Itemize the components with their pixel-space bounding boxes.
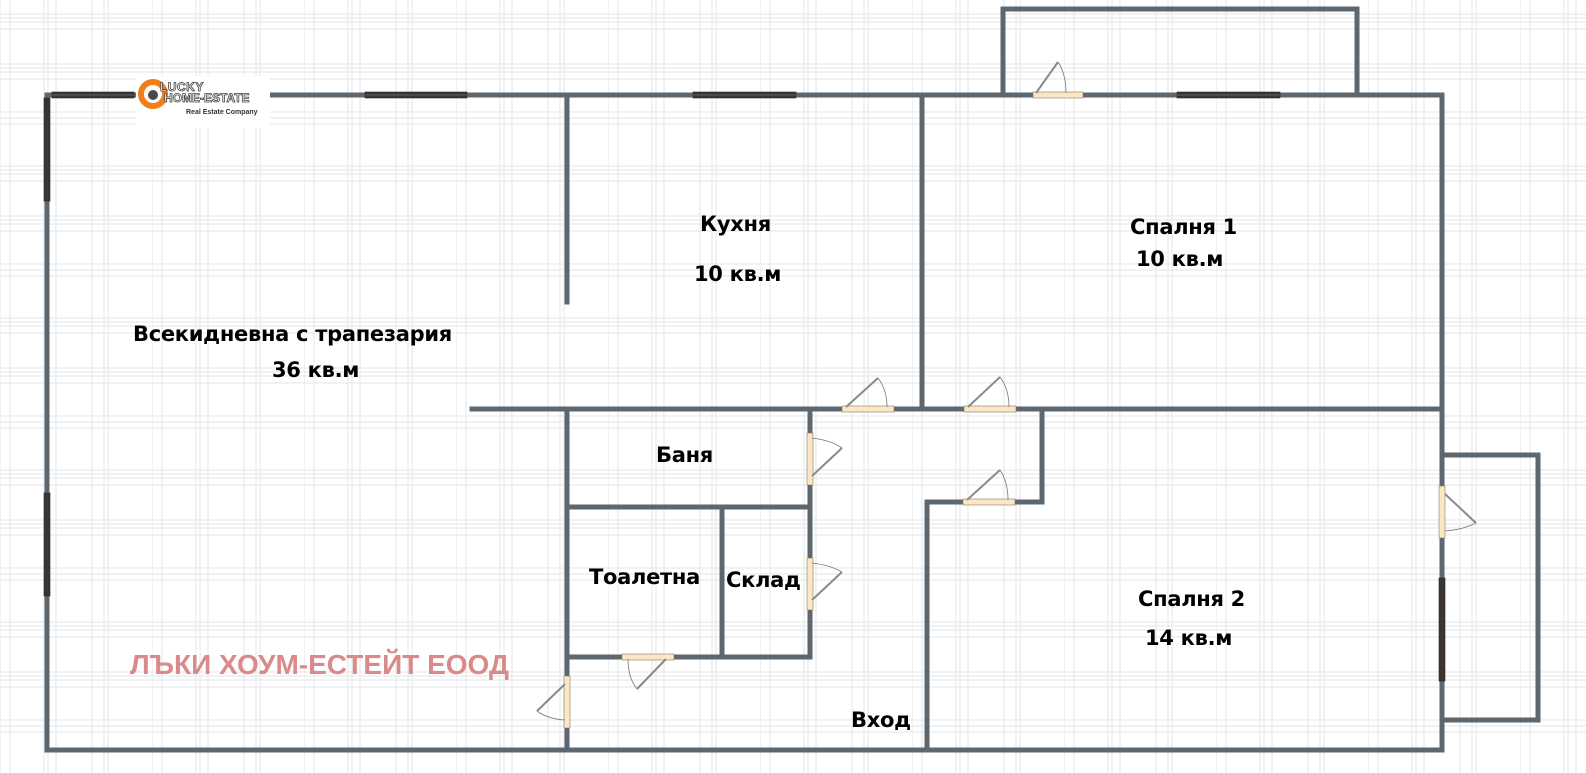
logo-ring-icon	[138, 79, 168, 109]
label-bedroom1-area: 10 кв.м	[1136, 247, 1224, 271]
door-bedroom2	[962, 469, 1016, 506]
label-living-area: 36 кв.м	[272, 358, 360, 382]
label-bedroom1-name: Спалня 1	[1130, 215, 1237, 239]
logo-line2: HOME-ESTATE	[164, 91, 250, 106]
door-bedroom1	[963, 376, 1017, 413]
label-kitchen-name: Кухня	[700, 212, 771, 236]
logo-line1: LUCKY	[160, 80, 204, 95]
door-living	[536, 675, 571, 729]
walls	[44, 6, 1541, 753]
label-entrance: Вход	[851, 708, 911, 732]
company-logo: LUCKY HOME-ESTATE Real Estate Company	[136, 76, 270, 128]
doors	[536, 61, 1477, 729]
windows	[43, 91, 1446, 682]
door-bathroom	[806, 432, 843, 486]
label-living-name: Всекидневна с трапезария	[133, 322, 452, 346]
label-storage: Склад	[726, 568, 801, 592]
window-bedroom2	[1438, 577, 1446, 682]
window-living-left-bottom	[43, 492, 51, 597]
door-balcony-top	[1032, 61, 1084, 99]
label-kitchen-area: 10 кв.м	[694, 262, 782, 286]
door-balcony-right	[1438, 485, 1477, 539]
window-living-left-top	[43, 97, 51, 202]
door-storage	[806, 557, 843, 611]
label-toilet: Тоалетна	[589, 565, 700, 589]
door-kitchen	[841, 377, 895, 413]
company-watermark: ЛЪКИ ХОУМ-ЕСТЕЙТ ЕООД	[130, 649, 509, 680]
logo-tagline: Real Estate Company	[186, 109, 258, 116]
label-bedroom2-area: 14 кв.м	[1145, 626, 1233, 650]
label-bathroom: Баня	[656, 443, 713, 467]
label-bedroom2-name: Спалня 2	[1138, 587, 1245, 611]
door-toilet	[621, 653, 675, 690]
